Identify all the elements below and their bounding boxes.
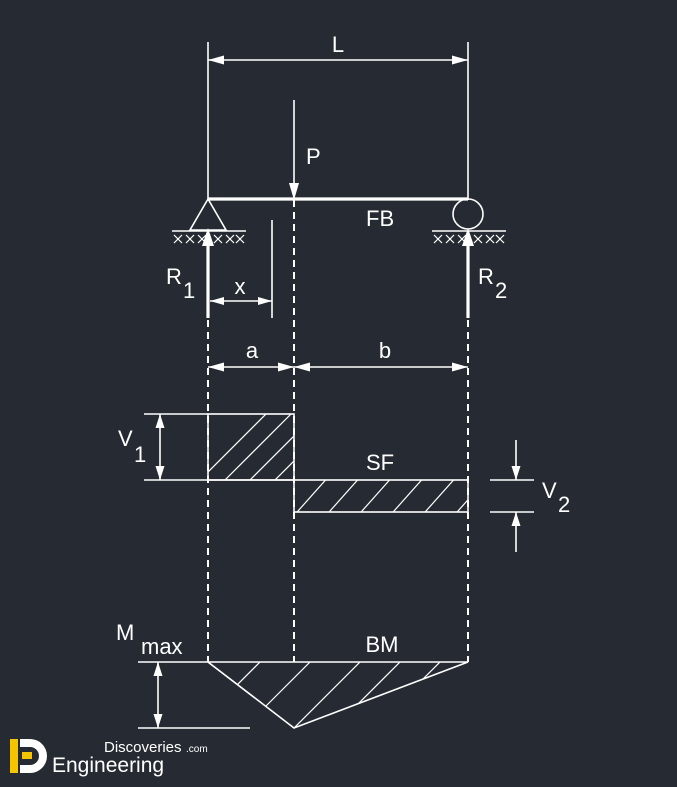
- v2-arrowhead-bottom: [511, 512, 521, 526]
- reaction-left-arrowhead: [202, 228, 214, 246]
- mmax-dimension: M max: [116, 620, 250, 729]
- load-arrowhead: [289, 183, 299, 200]
- engineering-discoveries-logo: Discoveries .com Engineering: [10, 739, 208, 777]
- a-arrowhead-left: [208, 362, 224, 372]
- sf-label: SF: [366, 450, 394, 475]
- a-label: a: [246, 338, 259, 363]
- load-label: P: [306, 144, 321, 169]
- arrowhead-left: [208, 55, 224, 65]
- reaction-left-subscript: 1: [183, 278, 195, 303]
- mmax-subscript: max: [141, 634, 183, 659]
- ground-hatch-right: [433, 234, 505, 244]
- x-dimension: x: [210, 220, 273, 318]
- v1-label: V: [118, 426, 133, 451]
- logo-line2: Engineering: [52, 754, 164, 777]
- shear-force-diagram: SF: [144, 413, 469, 513]
- reaction-right-label: R: [478, 264, 494, 289]
- span-dimension: L: [207, 32, 469, 200]
- arrowhead-right: [452, 55, 468, 65]
- mmax-label: M: [116, 620, 134, 645]
- beam-label: FB: [366, 206, 394, 231]
- bending-moment-diagram: BM: [205, 632, 469, 729]
- beam: FB: [208, 197, 468, 231]
- sf-hatch-right: [296, 480, 468, 512]
- v1-subscript: 1: [134, 442, 146, 467]
- v2-dimension: V 2: [490, 440, 570, 552]
- v2-subscript: 2: [558, 492, 570, 517]
- ab-dimension: a b: [208, 338, 468, 372]
- a-arrowhead-right: [278, 362, 294, 372]
- x-arrowhead-right: [258, 297, 272, 305]
- point-load: P: [289, 100, 321, 200]
- bm-label: BM: [366, 632, 399, 657]
- v2-label: V: [542, 478, 557, 503]
- reaction-left-label: R: [166, 264, 182, 289]
- x-label: x: [235, 274, 246, 299]
- mmax-arrowhead-bottom: [153, 714, 163, 728]
- reaction-right: R 2: [462, 228, 507, 318]
- v1-arrowhead-top: [155, 414, 165, 428]
- projection-lines: [207, 200, 469, 662]
- logo-line1-suffix: .com: [186, 744, 208, 755]
- b-arrowhead-right: [452, 362, 468, 372]
- bm-triangle: [205, 661, 469, 729]
- span-label: L: [332, 32, 344, 57]
- b-label: b: [379, 338, 391, 363]
- reaction-left: R 1: [166, 228, 214, 318]
- sf-block-right: [293, 479, 469, 513]
- mmax-arrowhead-top: [153, 662, 163, 676]
- v1-dimension: V 1: [118, 413, 208, 480]
- logo-line1: Discoveries: [104, 739, 182, 756]
- reaction-right-subscript: 2: [495, 278, 507, 303]
- reaction-right-arrowhead: [462, 228, 474, 246]
- v2-arrowhead-top: [511, 466, 521, 480]
- ed-logo-icon: [10, 739, 47, 773]
- bm-hatch: [219, 662, 468, 728]
- b-arrowhead-left: [294, 362, 310, 372]
- x-arrowhead-left: [210, 297, 224, 305]
- sf-hatch-left: [208, 414, 294, 480]
- v1-arrowhead-bottom: [155, 466, 165, 480]
